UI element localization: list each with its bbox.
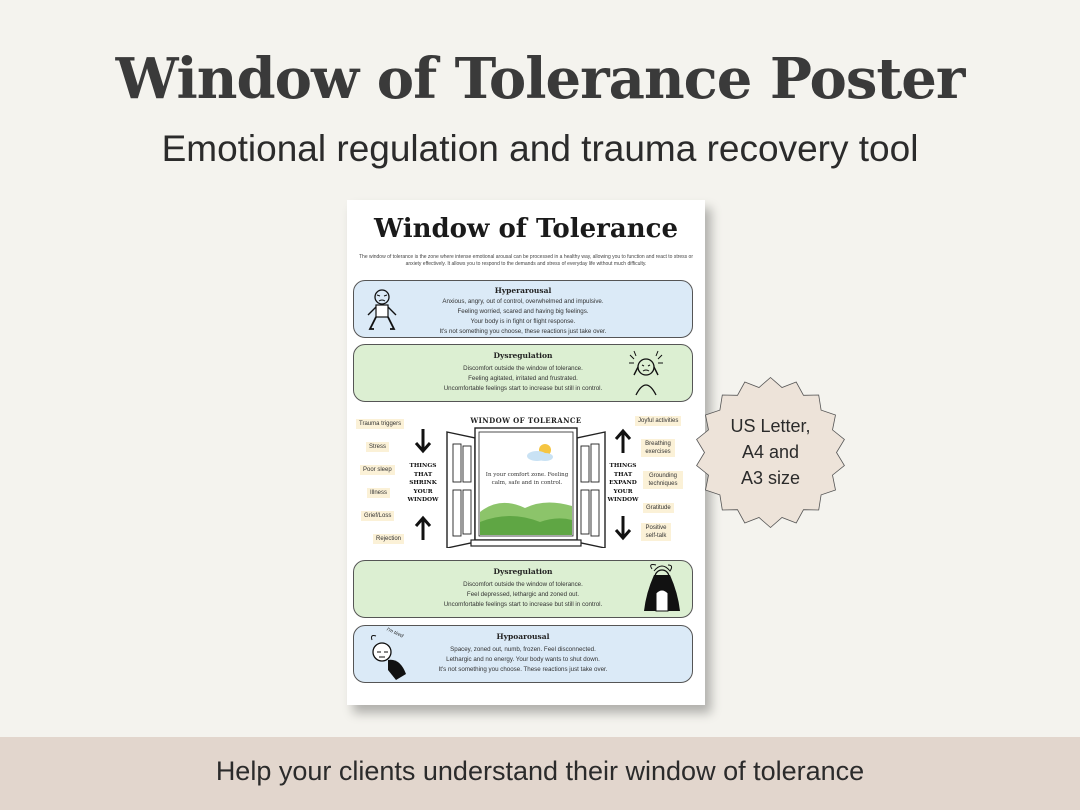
expand-tag: Grounding techniques xyxy=(643,471,683,489)
shrink-window-label: THINGS THAT SHRINK YOUR WINDOW xyxy=(407,463,439,503)
hyperarousal-heading: Hyperarousal xyxy=(494,286,552,295)
size-badge-text: US Letter, A4 and A3 size xyxy=(693,413,848,491)
shrink-tag: Illness xyxy=(367,488,391,498)
dysregulation-bottom-line: Feel depressed, lethargic and zoned out. xyxy=(466,591,580,598)
poster-intro: The window of tolerance is the zone wher… xyxy=(359,254,693,267)
expand-window-label: THINGS THAT EXPAND YOUR WINDOW xyxy=(607,463,639,503)
poster-title: Window of Tolerance xyxy=(373,214,678,244)
sad-person-illustration-icon xyxy=(644,564,680,612)
arrow-up-icon xyxy=(614,428,632,453)
hyperarousal-line: Anxious, angry, out of control, overwhel… xyxy=(442,298,604,305)
angry-person-illustration-icon xyxy=(367,289,397,330)
hypoarousal-line: Lethargic and no energy. Your body wants… xyxy=(446,656,600,663)
dysregulation-top-line: Uncomfortable feelings start to increase… xyxy=(443,385,603,392)
dysregulation-bottom-line: Discomfort outside the window of toleran… xyxy=(463,581,583,588)
dysregulation-bottom-band: Dysregulation Discomfort outside the win… xyxy=(353,560,693,618)
arrow-down-icon xyxy=(614,516,632,541)
expand-tag: Gratitude xyxy=(643,503,674,513)
window-of-tolerance-heading: WINDOW OF TOLERANCE xyxy=(470,416,582,425)
size-badge-line: A3 size xyxy=(740,468,801,488)
hypoarousal-line: It's not something you choose. These rea… xyxy=(438,666,608,673)
page-subtitle: Emotional regulation and trauma recovery… xyxy=(161,128,919,169)
expand-tag: Positive self-talk xyxy=(641,523,671,541)
page-title: Window of Tolerance Poster xyxy=(115,46,966,112)
hyperarousal-line: Your body is in fight or flight response… xyxy=(470,318,576,325)
footer-banner: Help your clients understand their windo… xyxy=(0,737,1080,810)
open-window-illustration-icon xyxy=(446,427,606,548)
size-badge-line: A4 and xyxy=(741,442,800,462)
expand-tag: Joyful activities xyxy=(635,416,682,426)
dysregulation-top-line: Discomfort outside the window of toleran… xyxy=(463,365,583,372)
dysregulation-top-heading: Dysregulation xyxy=(493,351,553,360)
poster-preview: Window of Tolerance The window of tolera… xyxy=(347,200,705,705)
shrink-tag: Trauma triggers xyxy=(356,419,405,429)
size-badge-line: US Letter, xyxy=(730,416,811,436)
arrow-up-icon xyxy=(414,515,432,540)
arrow-down-icon xyxy=(414,429,432,454)
hypoarousal-heading: Hypoarousal xyxy=(496,632,550,641)
hyperarousal-line: Feeling worried, scared and having big f… xyxy=(457,308,589,315)
dysregulation-bottom-heading: Dysregulation xyxy=(493,567,553,576)
comfort-zone-text: In your comfort zone. Feeling calm, safe… xyxy=(485,472,569,486)
hyperarousal-band: Hyperarousal Anxious, angry, out of cont… xyxy=(353,280,693,338)
size-badge-icon xyxy=(696,376,845,529)
dysregulation-top-line: Feeling agitated, irritated and frustrat… xyxy=(468,375,578,382)
dysregulation-bottom-line: Uncomfortable feelings start to increase… xyxy=(443,601,603,608)
shrink-tag: Rejection xyxy=(373,534,405,544)
hypoarousal-band: Hypoarousal Spacey, zoned out, numb, fro… xyxy=(353,625,693,683)
shrink-tag: Grief/Loss xyxy=(361,511,395,521)
tired-person-illustration-icon xyxy=(371,635,406,680)
shrink-tag: Stress xyxy=(366,442,390,452)
expand-tag: Breathing exercises xyxy=(641,439,675,457)
dysregulation-top-band: Dysregulation Discomfort outside the win… xyxy=(353,344,693,402)
footer-tagline: Help your clients understand their windo… xyxy=(215,756,865,786)
hypoarousal-line: Spacey, zoned out, numb, frozen. Feel di… xyxy=(450,646,596,653)
stressed-person-illustration-icon xyxy=(629,350,663,396)
hyperarousal-line: It's not something you choose, these rea… xyxy=(439,328,607,335)
shrink-tag: Poor sleep xyxy=(360,465,395,475)
